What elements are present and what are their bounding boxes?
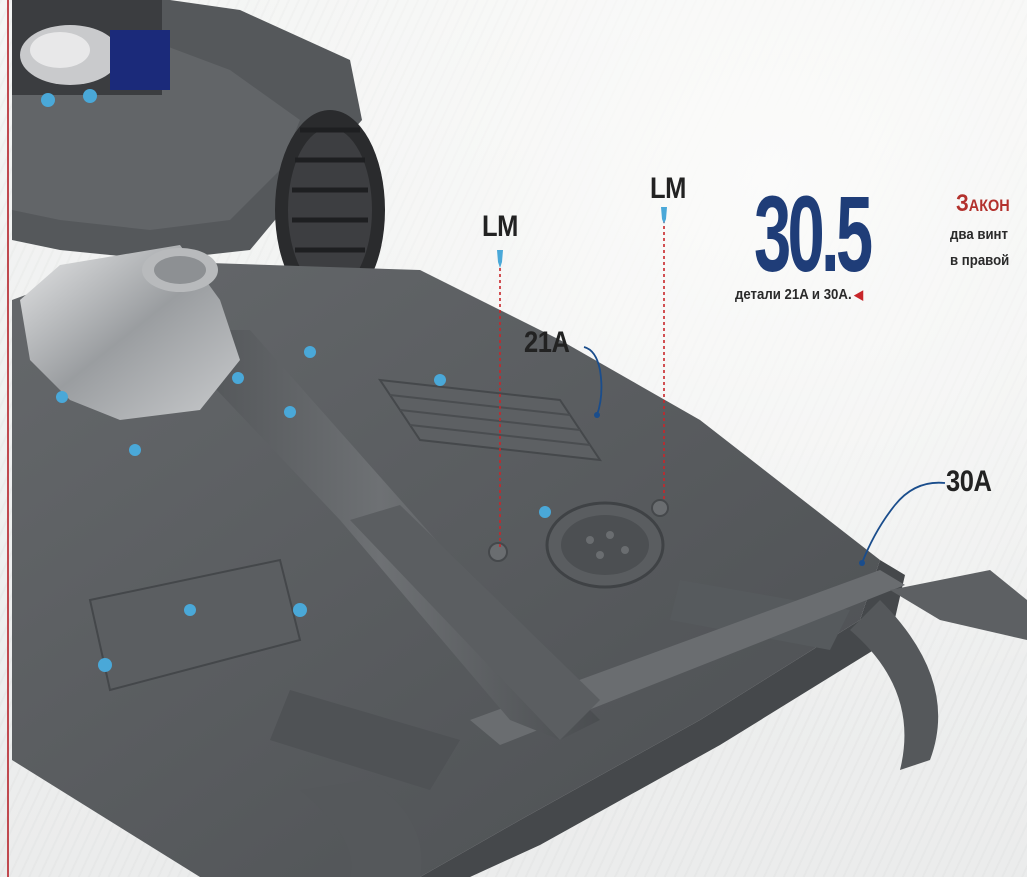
left-arrow-icon: ◀ (854, 287, 864, 302)
screw-heads (56, 346, 669, 672)
screw-icon (497, 250, 503, 268)
part-ref-30a: 30A (823, 286, 848, 303)
front-body-panel (12, 0, 362, 260)
step-number: 30.5 (754, 173, 873, 294)
step-text-joiner: и (808, 286, 824, 303)
step-text-prefix: детали (735, 286, 785, 303)
part-label-30a: 30A (946, 465, 992, 498)
part-30a-shape (300, 570, 1027, 877)
gearbox-casting (20, 245, 240, 420)
margin-rule (7, 0, 9, 877)
part-label-21a: 21A (524, 326, 570, 359)
step-title: Закон (956, 190, 1010, 217)
wheel-icon (275, 110, 385, 310)
part-ref-21a: 21A (784, 286, 809, 303)
step-text-line2: в правой (950, 252, 1010, 269)
screw-head-icon (83, 89, 97, 103)
transmission-tunnel (160, 330, 600, 740)
step-text-line3: детали 21A и 30A.◀ (735, 286, 863, 303)
screw-label-right: LM (650, 172, 686, 205)
screw-label-left: LM (482, 210, 518, 243)
screw-icon (661, 207, 667, 224)
step-text-line1: два винт (950, 226, 1008, 243)
step-text-suffix: . (847, 286, 852, 303)
screw-head-icon (41, 93, 55, 107)
leader-lines (583, 346, 946, 566)
screw-guides (497, 207, 667, 548)
